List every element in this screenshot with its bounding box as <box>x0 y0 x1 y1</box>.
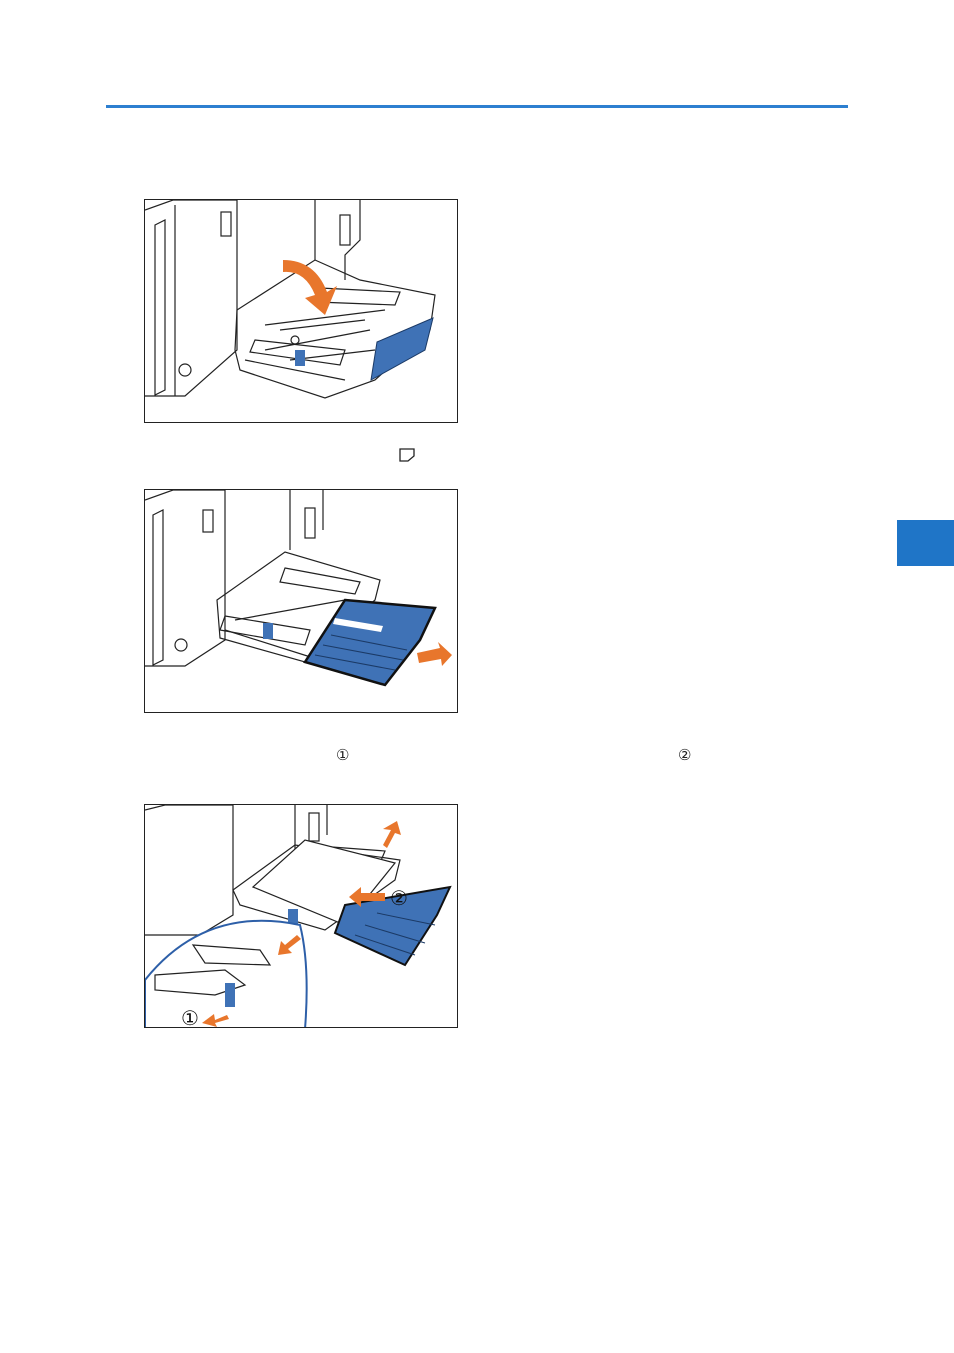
marker-circle-1: ① <box>336 746 349 764</box>
up-right-arrow-icon <box>383 821 401 848</box>
down-arrow-icon <box>283 260 337 315</box>
marker-circle-2: ② <box>678 746 691 764</box>
extension-pull-illustration <box>145 490 458 713</box>
figure-guides-adjust: ② ① <box>144 804 458 1028</box>
guides-adjust-illustration: ② ① <box>145 805 458 1028</box>
paper-orientation-icon <box>399 448 415 462</box>
tray-open-illustration <box>145 200 458 423</box>
figure-extension-pull <box>144 489 458 713</box>
figure-tray-open <box>144 199 458 423</box>
figure-label-circle-1: ① <box>181 1006 199 1028</box>
figure-label-circle-2: ② <box>390 886 408 910</box>
right-arrow-icon <box>417 642 452 666</box>
chapter-side-tab <box>897 520 954 566</box>
header-rule <box>106 105 848 108</box>
